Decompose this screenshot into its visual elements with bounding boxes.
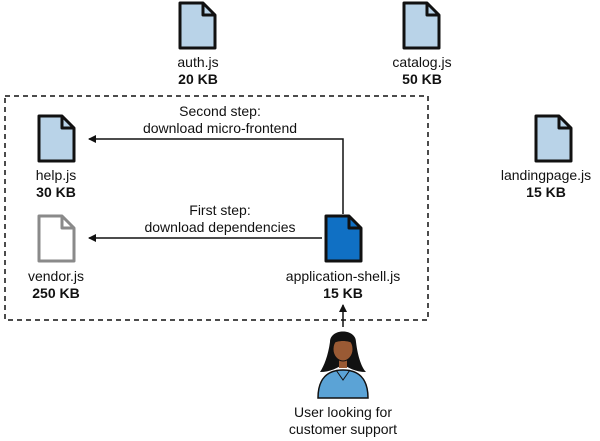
step-title: Second step: — [179, 103, 261, 119]
file-icon-application-shell — [324, 214, 363, 263]
file-size: 15 KB — [526, 184, 566, 200]
file-label-auth: auth.js 20 KB — [148, 54, 248, 88]
step-label-second: Second step: download micro-frontend — [110, 103, 330, 137]
step-description: download micro-frontend — [142, 120, 298, 136]
file-name: application-shell.js — [285, 268, 401, 284]
file-label-catalog: catalog.js 50 KB — [372, 54, 472, 88]
arrow-second-step — [88, 135, 344, 214]
user-caption: User looking for customer support — [268, 404, 418, 438]
file-name: auth.js — [177, 54, 219, 70]
file-icon-landingpage — [534, 114, 573, 163]
file-name: vendor.js — [27, 268, 85, 284]
file-icon-help — [37, 114, 76, 163]
user-caption-line: User looking for — [293, 404, 393, 420]
loaded-region-boundary — [4, 95, 429, 321]
file-size: 20 KB — [178, 71, 218, 87]
file-label-landingpage: landingpage.js 15 KB — [494, 167, 598, 201]
file-size: 250 KB — [32, 285, 80, 301]
file-icon-vendor — [37, 214, 76, 263]
file-size: 50 KB — [402, 71, 442, 87]
user-caption-line: customer support — [288, 421, 398, 437]
user-icon — [317, 331, 369, 399]
file-label-application-shell: application-shell.js 15 KB — [268, 268, 418, 302]
file-size: 15 KB — [323, 285, 363, 301]
file-name: catalog.js — [392, 54, 452, 70]
file-label-help: help.js 30 KB — [6, 167, 106, 201]
step-title: First step: — [189, 202, 251, 218]
file-label-vendor: vendor.js 250 KB — [6, 268, 106, 302]
file-icon-catalog — [402, 1, 441, 50]
file-size: 30 KB — [36, 184, 76, 200]
step-label-first: First step: download dependencies — [110, 202, 330, 236]
file-name: help.js — [35, 167, 77, 183]
step-description: download dependencies — [144, 219, 296, 235]
file-name: landingpage.js — [500, 167, 592, 183]
file-icon-auth — [178, 1, 217, 50]
